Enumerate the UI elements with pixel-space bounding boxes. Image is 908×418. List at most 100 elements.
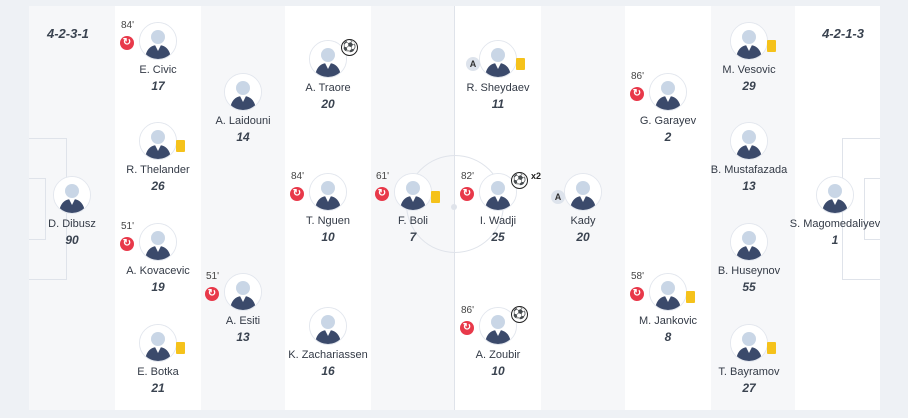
player-name[interactable]: A. Kovacevic <box>126 265 190 277</box>
player-avatar[interactable]: ⚽ <box>309 39 358 78</box>
player-name[interactable]: G. Garayev <box>639 115 697 127</box>
player-name[interactable]: A. Traore <box>305 82 351 94</box>
player-avatar[interactable]: 86'↻⚽ <box>460 305 528 345</box>
player-avatar[interactable] <box>730 22 776 60</box>
yellow-card-icon <box>767 40 776 52</box>
player-avatar[interactable]: 51'↻ <box>205 271 262 311</box>
player-name[interactable]: I. Wadji <box>479 215 517 227</box>
player-silhouette-icon <box>140 224 176 260</box>
player-name[interactable]: T. Bayramov <box>718 366 780 378</box>
player-avatar[interactable] <box>816 176 854 214</box>
player-avatar[interactable] <box>730 324 776 362</box>
substitution-minute: 84' <box>121 20 135 31</box>
player-avatar[interactable]: 82'↻⚽x2 <box>460 171 541 211</box>
player-name[interactable]: B. Huseynov <box>717 265 781 277</box>
player-number: 14 <box>236 130 250 144</box>
player-avatar[interactable]: 58' ↻ <box>630 271 695 311</box>
player-name[interactable]: F. Boli <box>398 215 428 227</box>
player-card[interactable]: 61'↻ F. Boli 7 <box>353 171 473 244</box>
player-number: 25 <box>491 230 505 244</box>
player-name[interactable]: S. Magomedaliyev <box>789 218 880 230</box>
yellow-card-icon <box>176 140 185 152</box>
player-name[interactable]: E. Civic <box>139 64 177 76</box>
player-avatar[interactable]: A <box>466 40 525 78</box>
player-card[interactable]: A. Laidouni 14 <box>183 73 303 144</box>
player-silhouette-icon <box>140 325 176 361</box>
player-avatar[interactable] <box>139 122 185 160</box>
player-name[interactable]: Kady <box>570 215 596 227</box>
player-name[interactable]: K. Zachariassen <box>288 349 368 361</box>
player-silhouette-icon <box>731 224 767 260</box>
left-goal-box <box>29 178 46 240</box>
player-silhouette-icon <box>480 174 516 210</box>
substitution-icon: ↻ <box>630 87 644 101</box>
goal-ball-icon: ⚽ <box>511 306 528 323</box>
player-name[interactable]: E. Botka <box>137 366 179 378</box>
player-card[interactable]: M. Vesovic 29 <box>689 22 809 93</box>
player-number: 29 <box>742 79 756 93</box>
player-name[interactable]: A. Zoubir <box>475 349 521 361</box>
player-number: 20 <box>321 97 335 111</box>
player-name[interactable]: A. Laidouni <box>215 115 271 127</box>
player-avatar[interactable] <box>224 73 262 111</box>
player-number: 7 <box>409 230 417 244</box>
player-number: 20 <box>576 230 590 244</box>
yellow-card-icon <box>686 291 695 303</box>
player-avatar[interactable] <box>730 223 768 261</box>
player-name[interactable]: R. Sheydaev <box>466 82 530 94</box>
player-card[interactable]: K. Zachariassen 16 <box>268 307 388 378</box>
player-name[interactable]: M. Vesovic <box>722 64 776 76</box>
player-silhouette-icon <box>650 74 686 110</box>
player-name[interactable]: R. Thelander <box>126 164 190 176</box>
player-avatar[interactable] <box>730 122 768 160</box>
player-card[interactable]: 82'↻⚽x2 I. Wadji 25 <box>438 171 558 244</box>
player-name[interactable]: T. Nguen <box>305 215 351 227</box>
player-card[interactable]: S. Magomedaliyev 1 <box>775 176 880 247</box>
player-avatar[interactable] <box>139 324 185 362</box>
player-card[interactable]: A Kady 20 <box>523 173 643 244</box>
player-avatar[interactable] <box>309 307 347 345</box>
goal-ball-icon: ⚽ <box>341 39 358 56</box>
player-avatar[interactable]: 84'↻ <box>120 20 177 60</box>
yellow-card-icon <box>516 58 525 70</box>
player-avatar[interactable] <box>53 176 91 214</box>
player-card[interactable]: ⚽ A. Traore 20 <box>268 39 388 111</box>
substitution-icon: ↻ <box>630 287 644 301</box>
player-avatar[interactable]: 61'↻ <box>375 171 440 211</box>
player-silhouette-icon <box>817 177 853 213</box>
player-silhouette-icon <box>480 308 516 344</box>
player-number: 1 <box>831 233 839 247</box>
substitution-icon: ↻ <box>290 187 304 201</box>
captain-badge: A <box>551 190 565 204</box>
substitution-minute: 86' <box>631 71 645 82</box>
player-avatar[interactable]: A <box>551 173 602 211</box>
player-silhouette-icon <box>54 177 90 213</box>
substitution-minute: 58' <box>631 271 645 282</box>
player-name[interactable]: D. Dibusz <box>48 218 96 230</box>
player-avatar[interactable]: 86' ↻ <box>630 71 687 111</box>
substitution-minute: 86' <box>461 305 475 316</box>
player-name[interactable]: M. Jankovic <box>638 315 698 327</box>
player-number: 16 <box>321 364 335 378</box>
center-spot <box>451 204 457 210</box>
player-name[interactable]: A. Esiti <box>225 315 261 327</box>
player-avatar[interactable]: 84'↻ <box>290 171 347 211</box>
player-avatar[interactable]: 51'↻ <box>120 221 177 261</box>
player-silhouette-icon <box>731 123 767 159</box>
player-name[interactable]: B. Mustafazada <box>710 164 788 176</box>
